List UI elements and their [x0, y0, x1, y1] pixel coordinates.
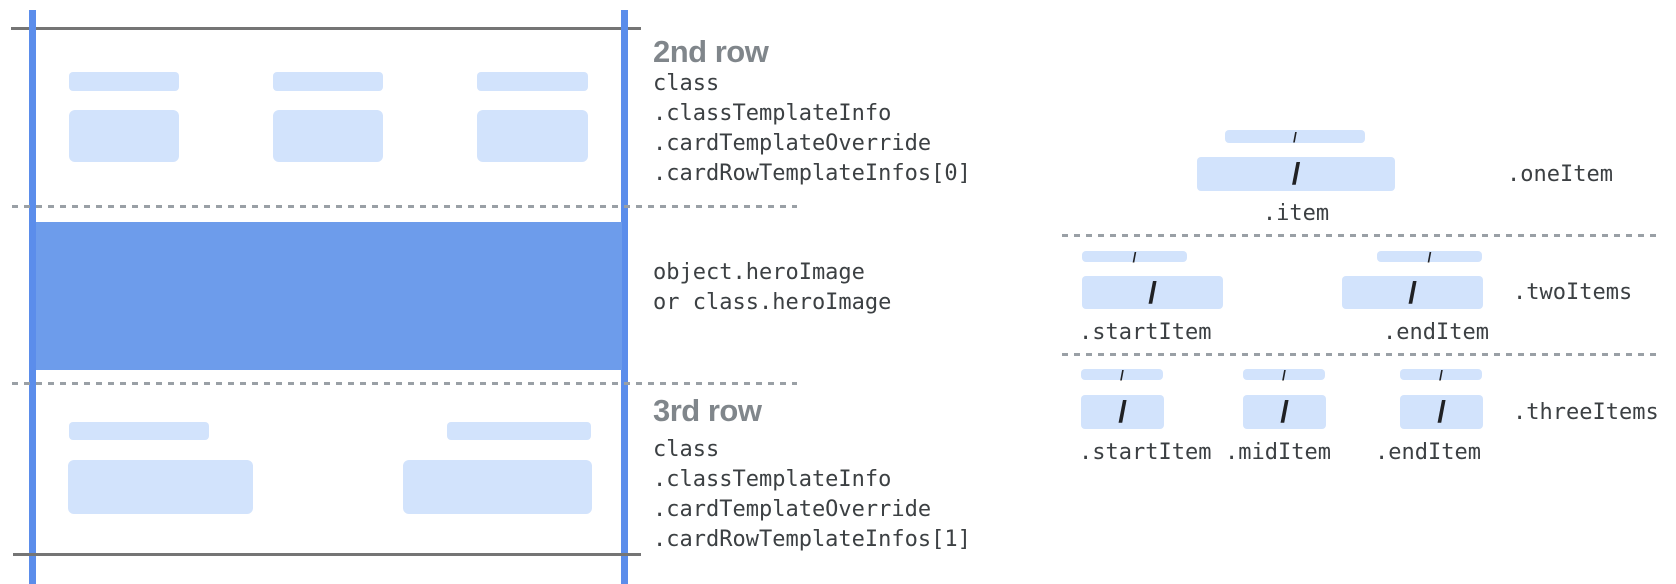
card-right-guide-line	[621, 10, 628, 584]
row3-code-line1: class	[653, 437, 720, 462]
row2-heading: 2nd row	[653, 34, 769, 69]
three-items-mid-caption: .midItem	[1225, 440, 1331, 465]
row3-end-value-placeholder	[403, 460, 592, 514]
hero-row3-dashed-divider	[12, 382, 797, 385]
slash-glyph: /	[1148, 274, 1157, 310]
row3-start-value-placeholder	[68, 460, 253, 514]
one-item-label-bar: /	[1225, 128, 1365, 145]
row2-code-line4: .cardRowTemplateInfos[0]	[653, 161, 971, 186]
three-items-mid-label-bar: /	[1243, 366, 1325, 383]
row2-col2-value-placeholder	[273, 110, 383, 162]
three-items-layout-label: .threeItems	[1513, 400, 1659, 425]
legend-dashed-divider-1	[1062, 234, 1660, 237]
card-top-border	[11, 27, 641, 30]
three-items-start-caption: .startItem	[1079, 440, 1212, 465]
two-items-layout-label: .twoItems	[1513, 280, 1633, 305]
row2-col3-label-placeholder	[477, 72, 588, 91]
slash-glyph: /	[1132, 248, 1137, 265]
three-items-end-value-bar: /	[1400, 394, 1483, 429]
one-item-layout-label: .oneItem	[1507, 162, 1613, 187]
one-item-caption: .item	[1262, 201, 1330, 226]
row2-col3-value-placeholder	[477, 110, 588, 162]
row2-code-line1: class	[653, 71, 720, 96]
two-items-end-caption: .endItem	[1383, 320, 1489, 345]
slash-glyph: /	[1408, 274, 1417, 310]
slash-glyph: /	[1427, 248, 1432, 265]
legend-dashed-divider-2	[1062, 353, 1660, 356]
hero-code-line1: object.heroImage	[653, 260, 865, 285]
row3-start-label-placeholder	[69, 422, 209, 440]
slash-glyph: /	[1439, 366, 1443, 383]
slash-glyph: /	[1120, 366, 1124, 383]
row3-heading: 3rd row	[653, 393, 762, 428]
three-items-end-label-bar: /	[1400, 366, 1482, 383]
slash-glyph: /	[1437, 394, 1446, 429]
row2-code-line3: .cardTemplateOverride	[653, 131, 932, 156]
slash-glyph: /	[1280, 394, 1289, 429]
row3-code-line4: .cardRowTemplateInfos[1]	[653, 527, 971, 552]
two-items-start-label-bar: /	[1082, 248, 1187, 265]
hero-image-placeholder	[36, 222, 622, 370]
row3-code-path: class .classTemplateInfo .cardTemplateOv…	[653, 435, 971, 555]
three-items-mid-value-bar: /	[1243, 394, 1326, 429]
two-items-start-value-bar: /	[1082, 274, 1223, 310]
hero-code-path: object.heroImage or class.heroImage	[653, 258, 891, 318]
row2-col1-value-placeholder	[69, 110, 179, 162]
slash-glyph: /	[1282, 366, 1286, 383]
row3-code-line2: .classTemplateInfo	[653, 467, 892, 492]
row3-code-line3: .cardTemplateOverride	[653, 497, 932, 522]
two-items-end-label-bar: /	[1377, 248, 1482, 265]
row2-code-path: class .classTemplateInfo .cardTemplateOv…	[653, 69, 971, 189]
three-items-end-caption: .endItem	[1375, 440, 1481, 465]
one-item-value-bar: /	[1197, 156, 1395, 191]
row3-end-label-placeholder	[447, 422, 591, 440]
row2-hero-dashed-divider	[12, 205, 797, 208]
row2-code-line2: .classTemplateInfo	[653, 101, 892, 126]
two-items-end-value-bar: /	[1342, 274, 1483, 310]
card-left-guide-line	[29, 10, 36, 584]
two-items-start-caption: .startItem	[1079, 320, 1212, 345]
slash-glyph: /	[1291, 156, 1301, 191]
three-items-start-value-bar: /	[1081, 394, 1164, 429]
card-bottom-border	[13, 553, 641, 556]
slash-glyph: /	[1293, 128, 1297, 145]
hero-code-line2: or class.heroImage	[653, 290, 892, 315]
row2-col2-label-placeholder	[273, 72, 383, 91]
slash-glyph: /	[1118, 394, 1127, 429]
row2-col1-label-placeholder	[69, 72, 179, 91]
three-items-start-label-bar: /	[1081, 366, 1163, 383]
